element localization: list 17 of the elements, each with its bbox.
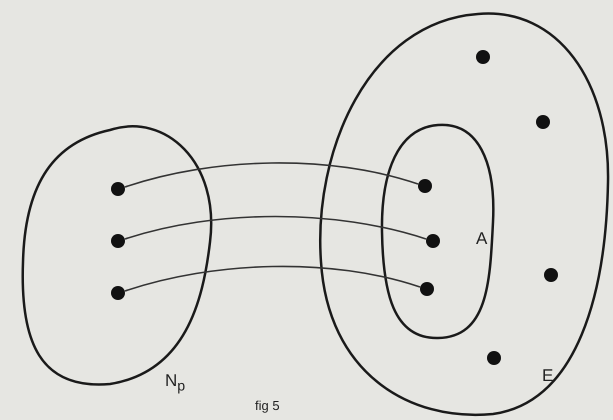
set-label: E	[542, 367, 554, 384]
point-dot	[487, 351, 501, 365]
point-dot	[420, 282, 434, 296]
point-dot	[418, 179, 432, 193]
set-label: A	[476, 230, 488, 247]
point-dot	[111, 286, 125, 300]
point-dot	[536, 115, 550, 129]
point-dot	[544, 268, 558, 282]
mapping-curve	[124, 162, 418, 188]
point-dot	[426, 234, 440, 248]
figure-caption: fig 5	[255, 398, 280, 413]
mapping-curve	[124, 266, 420, 292]
point-dot	[111, 234, 125, 248]
point-dot	[476, 50, 490, 64]
set-label: N$_{p}$	[165, 372, 186, 394]
point-dot	[111, 182, 125, 196]
mapping-curve	[124, 216, 426, 240]
